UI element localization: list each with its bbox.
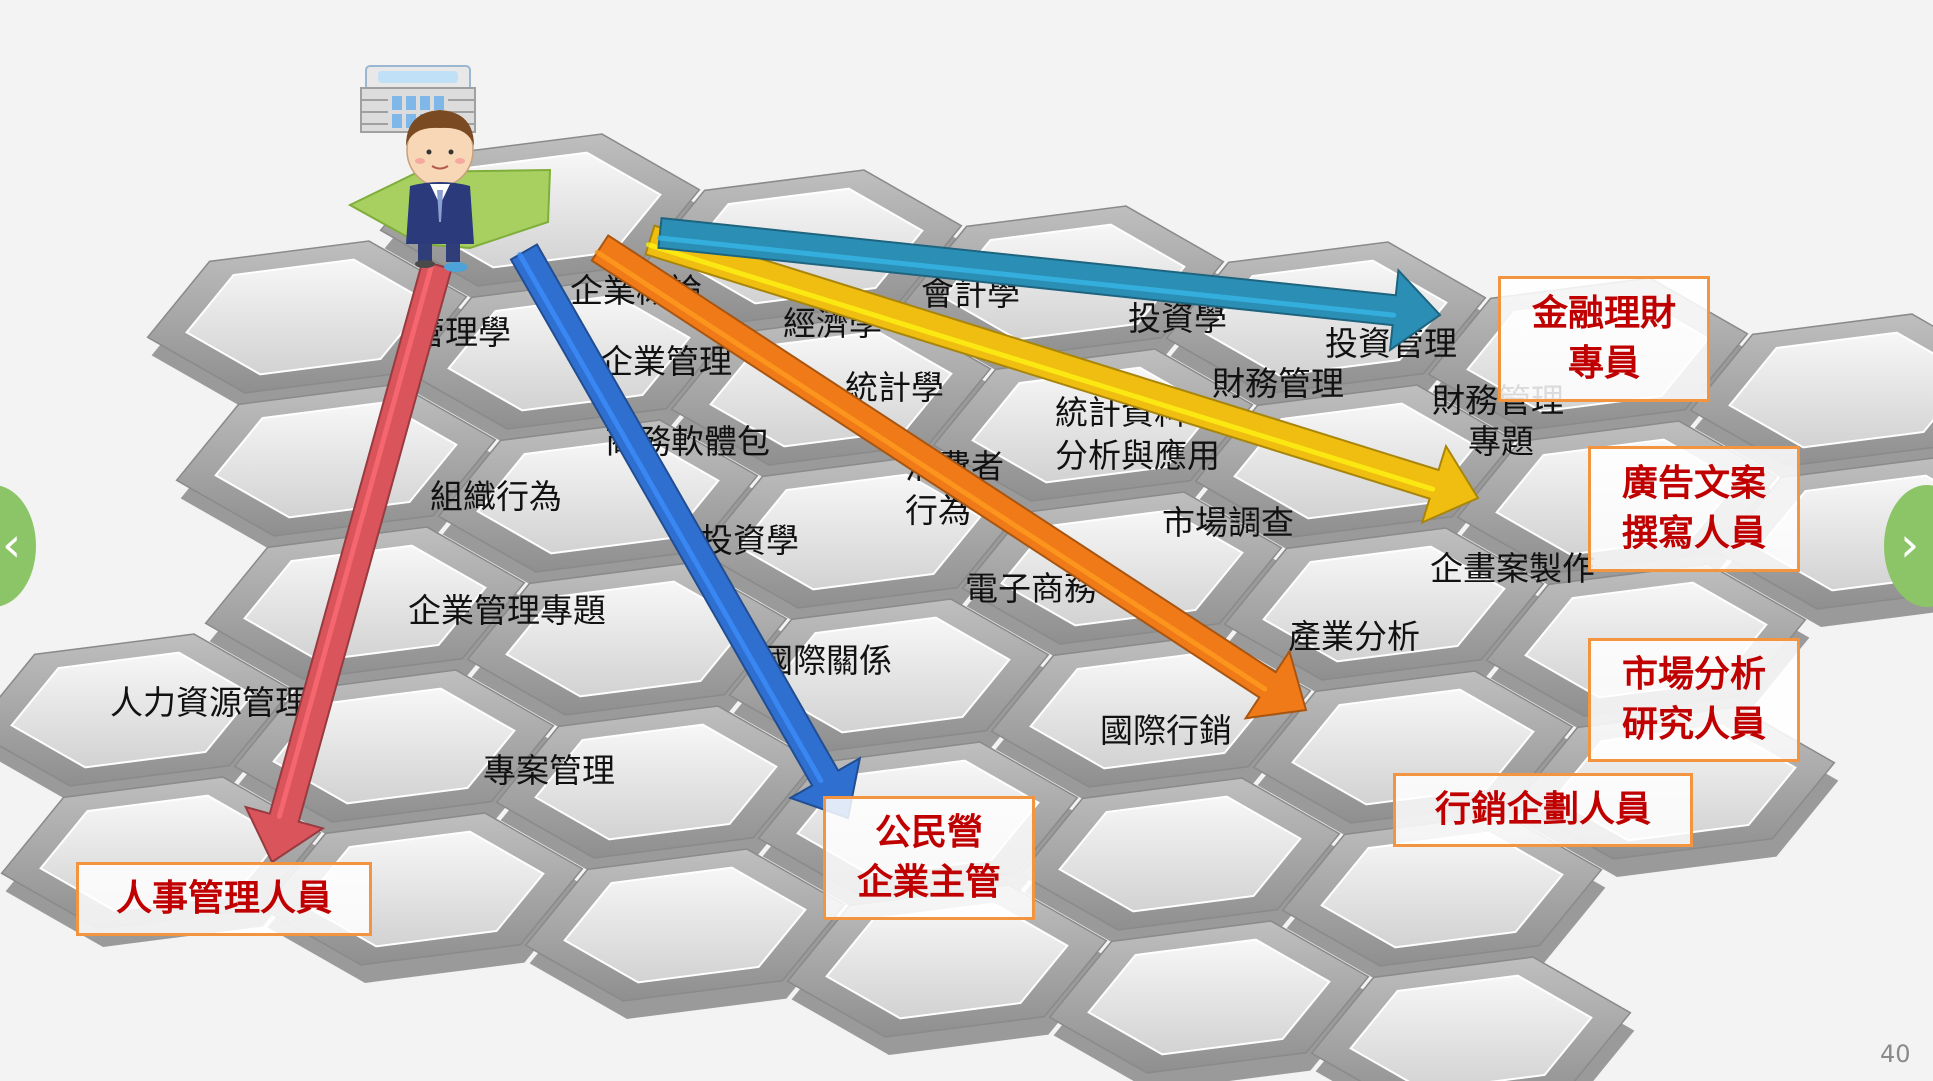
- hex-tile: [0, 633, 296, 804]
- page-number: 40: [1880, 1040, 1911, 1068]
- person-with-building-icon: [360, 65, 476, 272]
- course-investment-science: 投資學: [700, 521, 799, 560]
- career-financial-specialist: 金融理財 專員: [1498, 276, 1710, 402]
- hex-tile: [1310, 956, 1635, 1081]
- career-path-arrows: [243, 216, 1480, 864]
- chevron-right-icon: ›: [1900, 517, 1920, 573]
- hex-tile: [204, 526, 529, 697]
- career-ad-copywriter: 廣告文案 撰寫人員: [1588, 446, 1800, 572]
- career-marketing-planner: 行銷企劃人員: [1393, 773, 1693, 847]
- course-international-marketing: 國際行銷: [1100, 711, 1232, 750]
- previous-slide-button[interactable]: ‹: [0, 485, 36, 607]
- hex-tile: [786, 884, 1111, 1055]
- course-project-management: 專案管理: [483, 751, 615, 790]
- hex-tile: [1048, 920, 1373, 1081]
- course-statistical-analysis-line2: 分析與應用: [1055, 436, 1220, 475]
- hex-tile: [1689, 313, 1933, 484]
- arrow-to-business-manager: [509, 243, 862, 820]
- chevron-left-icon: ‹: [2, 517, 22, 573]
- course-market-research: 市場調查: [1162, 503, 1294, 542]
- course-labels: 管理學 企業概論 經濟學 會計學 投資學 投資管理 企業管理 統計學 統計資料 …: [110, 271, 1595, 790]
- arrow-to-international-marketing: [590, 234, 1308, 720]
- arrow-to-copywriter: [644, 224, 1480, 525]
- hex-tile: [1019, 777, 1344, 948]
- hex-tile: [1223, 527, 1548, 698]
- hex-tile: [495, 705, 820, 876]
- career-business-manager: 公民營 企業主管: [823, 796, 1035, 920]
- course-financial-management: 財務管理: [1212, 364, 1344, 403]
- arrow-to-hr-staff: [243, 259, 453, 864]
- hex-tile: [1281, 813, 1606, 984]
- course-industry-analysis: 產業分析: [1288, 617, 1420, 656]
- hex-tile: [524, 848, 849, 1019]
- course-hr-management: 人力資源管理: [110, 683, 308, 722]
- hex-tile: [699, 455, 1024, 626]
- course-enterprise-management: 企業管理: [600, 342, 732, 381]
- hex-tile: [146, 240, 471, 411]
- course-financial-seminar-line2: 專題: [1468, 422, 1534, 461]
- course-proposal-making: 企畫案製作: [1430, 549, 1595, 588]
- businessman-icon: [406, 110, 474, 272]
- career-market-analyst: 市場分析 研究人員: [1588, 638, 1800, 762]
- course-organizational-behavior: 組織行為: [430, 477, 562, 516]
- course-bm-seminar: 企業管理專題: [408, 591, 606, 630]
- career-hr-staff: 人事管理人員: [76, 862, 372, 936]
- arrow-to-finance: [656, 216, 1442, 353]
